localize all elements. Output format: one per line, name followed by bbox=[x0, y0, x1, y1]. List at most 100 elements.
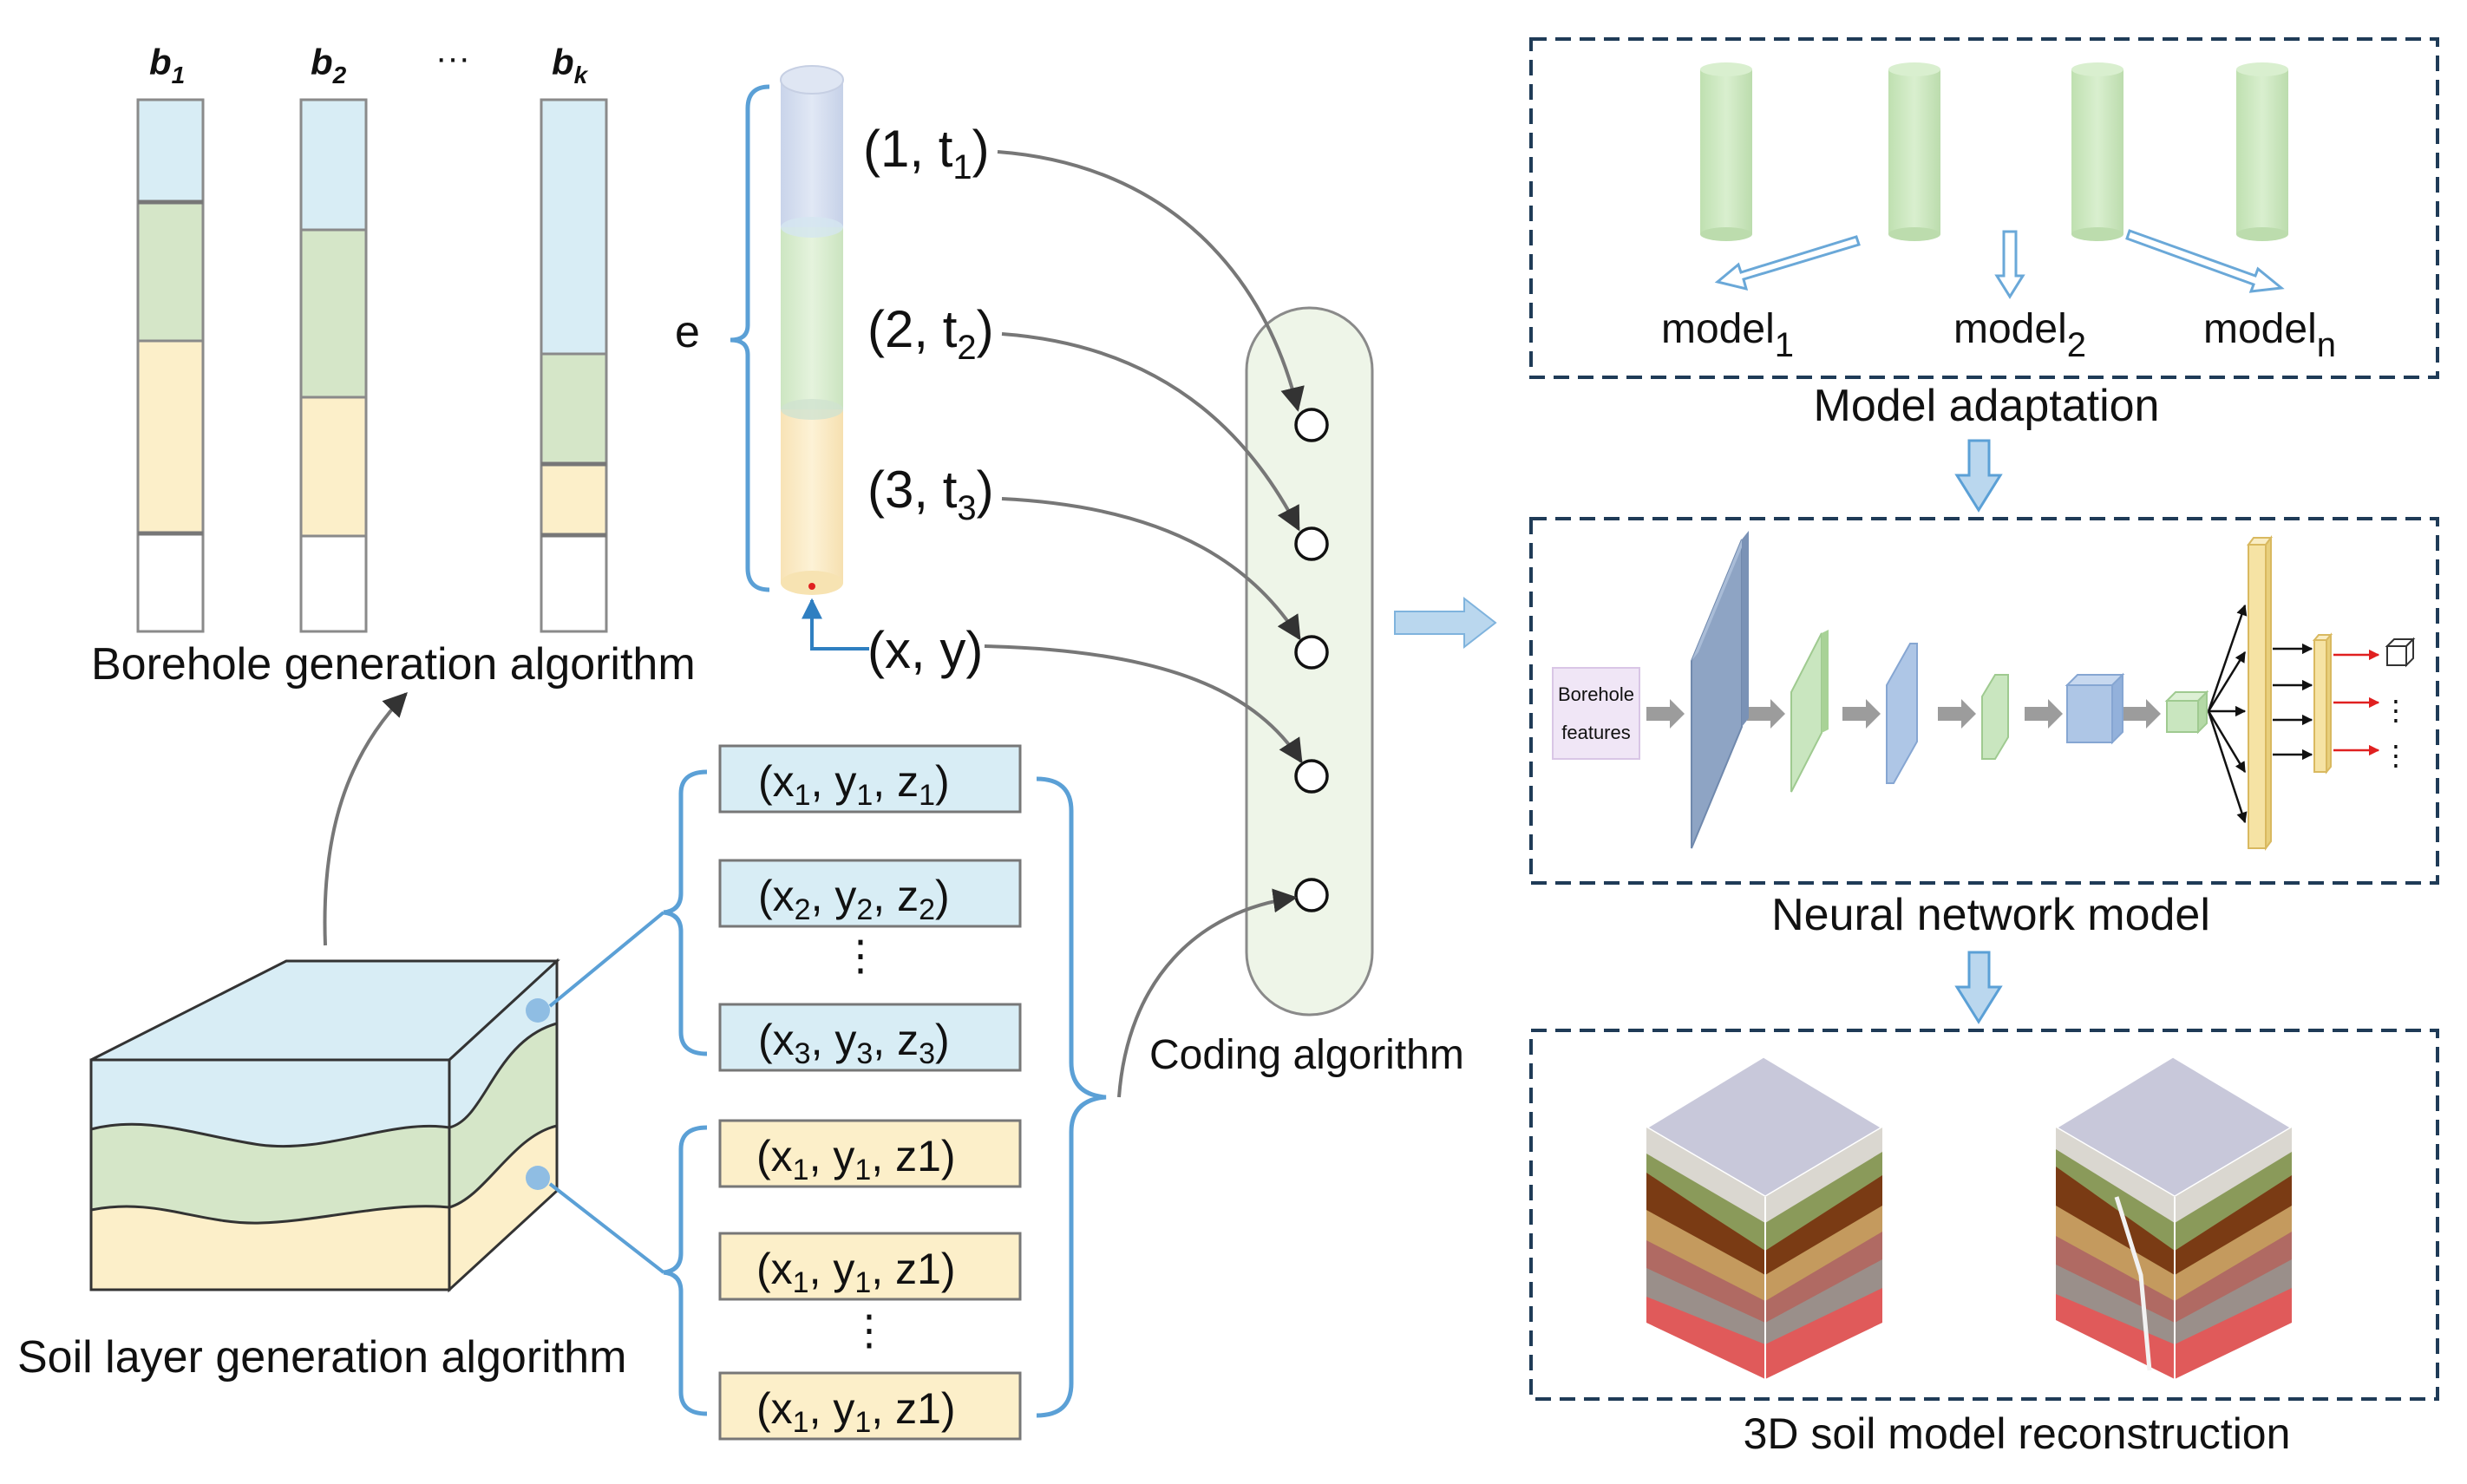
soil-front-yellow bbox=[91, 1206, 449, 1290]
neural-network-caption: Neural network model bbox=[1771, 890, 2210, 940]
coding-node-1 bbox=[1294, 408, 1329, 442]
nn-fan-arrows bbox=[2207, 604, 2248, 824]
borehole-b1 bbox=[136, 98, 205, 633]
tuple-xy: (x, y) bbox=[867, 621, 983, 679]
nn-connector-arrows bbox=[1646, 699, 2161, 729]
borehole-b2 bbox=[299, 98, 368, 633]
arrow-tuple3-node3 bbox=[1001, 497, 1301, 641]
arrow-xy-node4 bbox=[984, 644, 1303, 764]
coding-node-2 bbox=[1294, 526, 1329, 561]
coding-caption: Coding algorithm bbox=[1149, 1032, 1464, 1078]
coding-node-4 bbox=[1294, 759, 1329, 794]
coding-group: Coding algorithm bbox=[984, 150, 1464, 1098]
coding-node-5 bbox=[1294, 878, 1329, 912]
coord-text-blue-1: (x1, y1, z1) bbox=[758, 757, 950, 812]
fault-line bbox=[2114, 1196, 2152, 1371]
model-n-label: modeln bbox=[2203, 306, 2336, 364]
nn-input-features bbox=[1552, 667, 1640, 760]
model-adaptation-group: model1 model2 modeln Model adaptation bbox=[1529, 37, 2439, 431]
nn-layer-3 bbox=[1886, 643, 1918, 784]
borehole-label-bk: bk bbox=[552, 42, 589, 88]
model-adaptation-box bbox=[1529, 37, 2439, 379]
reconstruction-box bbox=[1529, 1029, 2439, 1401]
coord-box-yellow-3 bbox=[718, 1371, 1022, 1441]
coding-node-3 bbox=[1294, 635, 1329, 670]
reconstruction-group: 3D soil model reconstruction bbox=[1529, 1029, 2439, 1458]
nn-output-cube-icon bbox=[2385, 637, 2416, 668]
coord-text-blue-2: (x2, y2, z2) bbox=[758, 872, 950, 926]
coord-box-yellow-2 bbox=[718, 1232, 1022, 1301]
borehole-group: b1 b2 ··· bk Borehole generation algorit… bbox=[91, 39, 696, 690]
coord-box-yellow-1 bbox=[718, 1119, 1022, 1188]
reconstruction-caption: 3D soil model reconstruction bbox=[1744, 1409, 2291, 1458]
soil-sample-point-yellow bbox=[526, 1166, 550, 1190]
model-cylinder-2 bbox=[1888, 69, 1940, 234]
nn-layer-4 bbox=[1981, 674, 2009, 760]
cylinder-layer-1 bbox=[781, 80, 843, 227]
tuple-3: (3, t3) bbox=[867, 461, 994, 527]
coord-text-yellow-3: (x1, y1, z1) bbox=[756, 1384, 956, 1439]
arrow-coords-node5 bbox=[1117, 888, 1298, 1098]
borehole-label-b2: b2 bbox=[311, 42, 347, 88]
soil-block: Soil layer generation algorithm bbox=[17, 691, 665, 1383]
arrow-tuple2-node2 bbox=[1001, 332, 1300, 532]
coord-box-blue-2 bbox=[718, 859, 1022, 928]
borehole-ellipsis: ··· bbox=[435, 39, 470, 77]
model-split-arrows bbox=[1714, 229, 2285, 299]
vdots-blue: ⋮ bbox=[840, 933, 881, 979]
arrow-nn-to-reconstruction bbox=[1954, 951, 2003, 1024]
arrow-adaptation-to-nn bbox=[1954, 439, 2003, 513]
vdots-yellow: ⋮ bbox=[848, 1308, 890, 1354]
soil-caption: Soil layer generation algorithm bbox=[17, 1332, 626, 1383]
model-2-label: model2 bbox=[1953, 306, 2086, 364]
borehole-caption: Borehole generation algorithm bbox=[91, 639, 696, 690]
coordinate-boxes: (x1, y1, z1) (x2, y2, z2) (x3, y3, z3) (… bbox=[663, 744, 1107, 1441]
bracket-blue-group bbox=[663, 769, 708, 1056]
arrow-soil-to-borehole bbox=[323, 691, 408, 946]
borehole-bk bbox=[540, 98, 608, 633]
brace-all-coords bbox=[1036, 776, 1107, 1418]
nn-red-arrows bbox=[2333, 649, 2380, 756]
nn-output-layer bbox=[2313, 639, 2327, 773]
neural-network-group: Borehole features bbox=[1529, 517, 2439, 940]
soil-cube-2 bbox=[2053, 1055, 2294, 1379]
nn-layer-5 bbox=[2066, 684, 2113, 743]
soil-sample-point-blue bbox=[526, 998, 550, 1023]
borehole-label-b1: b1 bbox=[149, 42, 185, 88]
coord-text-yellow-2: (x1, y1, z1) bbox=[756, 1245, 956, 1299]
model-1-label: model1 bbox=[1661, 306, 1794, 364]
arrow-tuple1-node1 bbox=[997, 150, 1305, 412]
model-cylinder-1 bbox=[1700, 69, 1752, 234]
nn-output-arrows bbox=[2273, 643, 2313, 761]
tuple-2: (2, t2) bbox=[867, 300, 994, 367]
xy-to-cylinder-arrow bbox=[802, 598, 869, 650]
nn-input-line2: features bbox=[1561, 722, 1631, 743]
soil-cube-1 bbox=[1644, 1055, 1885, 1379]
nn-output-dots-2: ⋮ bbox=[2382, 740, 2410, 771]
model-adaptation-caption: Model adaptation bbox=[1814, 381, 2160, 431]
nn-layer-1 bbox=[1691, 539, 1743, 849]
nn-layer-2 bbox=[1790, 632, 1822, 793]
coord-box-blue-3 bbox=[718, 1003, 1022, 1072]
coord-text-yellow-1: (x1, y1, z1) bbox=[756, 1132, 956, 1187]
coord-text-blue-3: (x3, y3, z3) bbox=[758, 1016, 950, 1070]
cylinder-base-point bbox=[808, 583, 815, 590]
nn-output-dots-1: ⋮ bbox=[2382, 695, 2410, 726]
model-cylinder-4 bbox=[2236, 69, 2288, 234]
e-label: e bbox=[675, 307, 700, 357]
arrow-coding-to-nn bbox=[1394, 596, 1497, 650]
e-bracket bbox=[730, 84, 770, 592]
soil-side-yellow bbox=[449, 1126, 557, 1290]
encoding-column: e (1, t1) (2, t2) (3, t3) (x, y) bbox=[675, 65, 994, 679]
cylinder-layer-3 bbox=[781, 409, 843, 583]
tuple-1: (1, t1) bbox=[863, 120, 990, 186]
cylinder-layer-2 bbox=[781, 227, 843, 409]
bracket-yellow-group bbox=[663, 1125, 708, 1416]
coord-box-blue-1 bbox=[718, 744, 1022, 814]
model-cylinder-3 bbox=[2071, 69, 2123, 234]
nn-input-line1: Borehole bbox=[1558, 683, 1634, 705]
neural-network-box bbox=[1529, 517, 2439, 885]
nn-dense-layer bbox=[2248, 544, 2267, 849]
